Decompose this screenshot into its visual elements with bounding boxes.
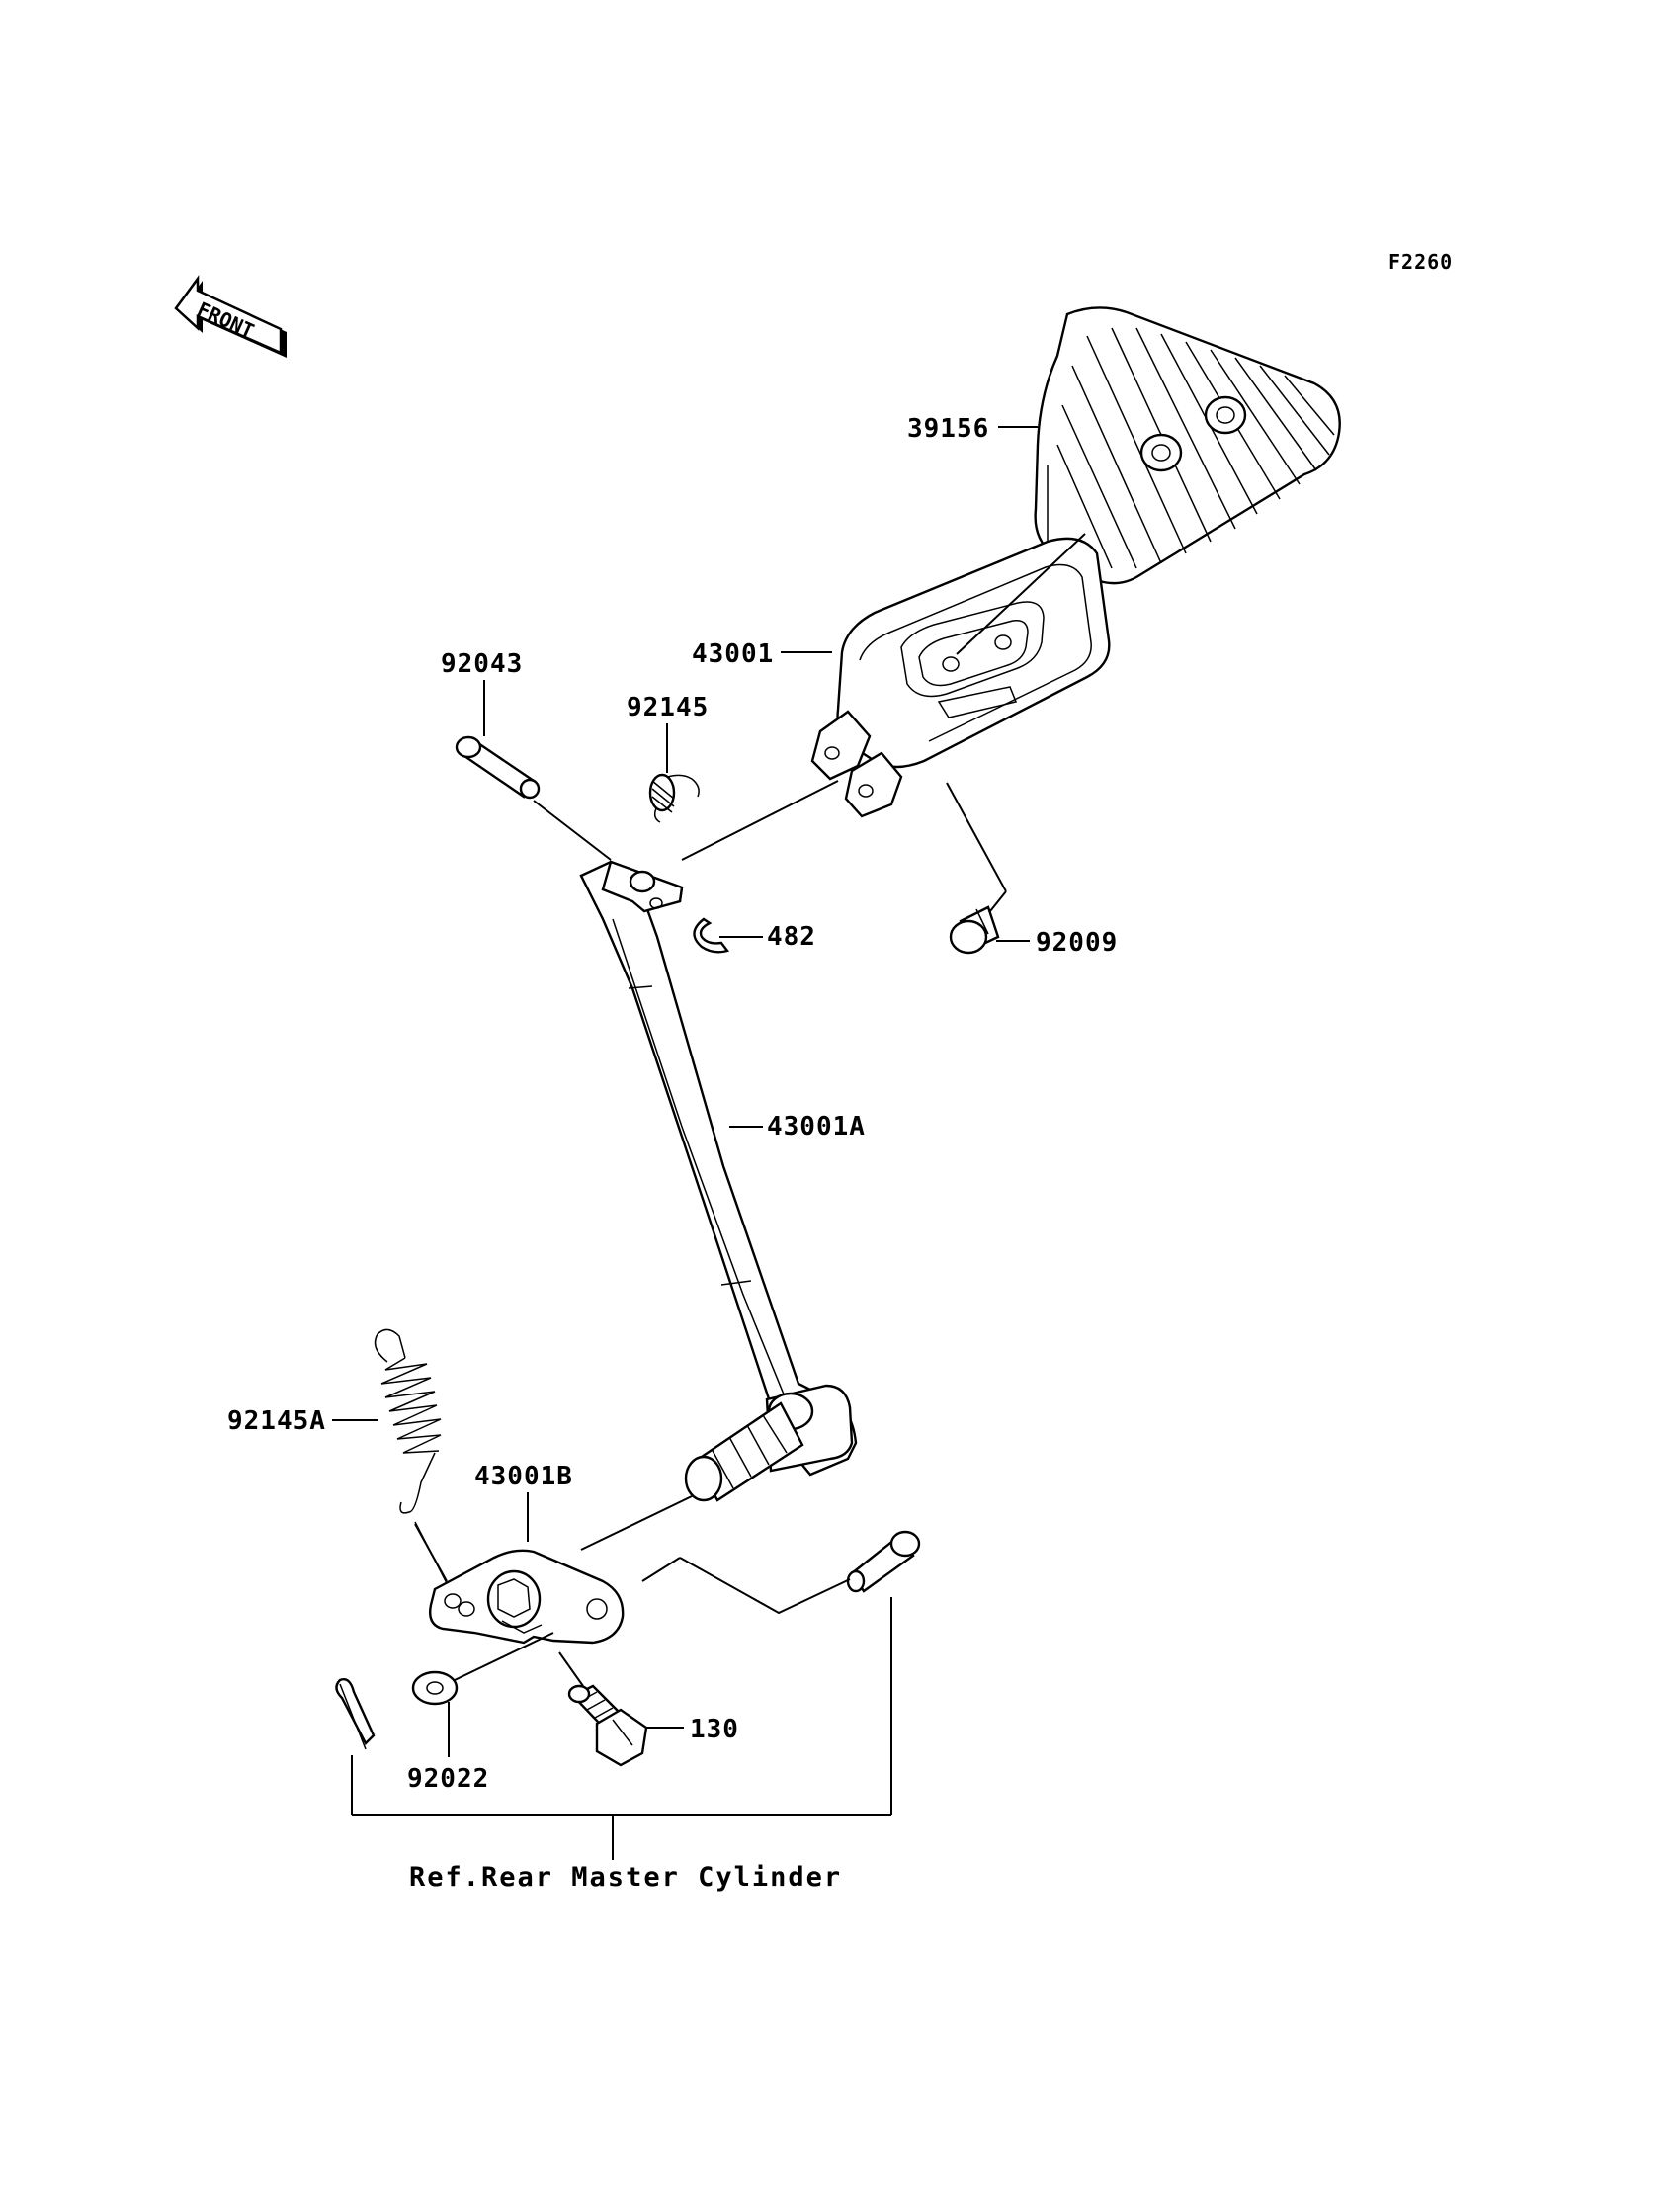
pedal-tip: [810, 537, 1111, 818]
label-92043: 92043: [441, 649, 523, 679]
label-92009: 92009: [1036, 928, 1118, 958]
label-482: 482: [767, 922, 816, 952]
small-bolt: [949, 905, 1000, 955]
large-spring: [374, 1328, 448, 1584]
reference-label: Ref.Rear Master Cylinder: [409, 1862, 842, 1893]
footrest-pad: [1034, 306, 1341, 585]
label-130: 130: [690, 1715, 739, 1744]
washer: [411, 1670, 459, 1706]
small-spring: [648, 773, 700, 823]
label-92145a: 92145A: [227, 1406, 326, 1436]
pedal-lever: [429, 1549, 625, 1645]
e-clip: [693, 917, 730, 954]
label-92022: 92022: [407, 1764, 489, 1794]
label-43001: 43001: [692, 639, 774, 669]
label-43001a: 43001A: [767, 1112, 866, 1141]
label-92145: 92145: [627, 693, 709, 722]
pedal-arm: [579, 860, 858, 1502]
hex-bolt: [567, 1684, 648, 1767]
label-43001b: 43001B: [474, 1462, 573, 1491]
cotter-pin: [335, 1678, 376, 1750]
front-arrow-icon: FRONT: [174, 275, 287, 358]
diagram-code: F2260: [1388, 250, 1453, 274]
clevis-pin: [455, 735, 541, 800]
label-39156: 39156: [907, 414, 989, 444]
reference-bracket: [351, 1597, 892, 1860]
clevis-pin-right: [846, 1530, 921, 1593]
